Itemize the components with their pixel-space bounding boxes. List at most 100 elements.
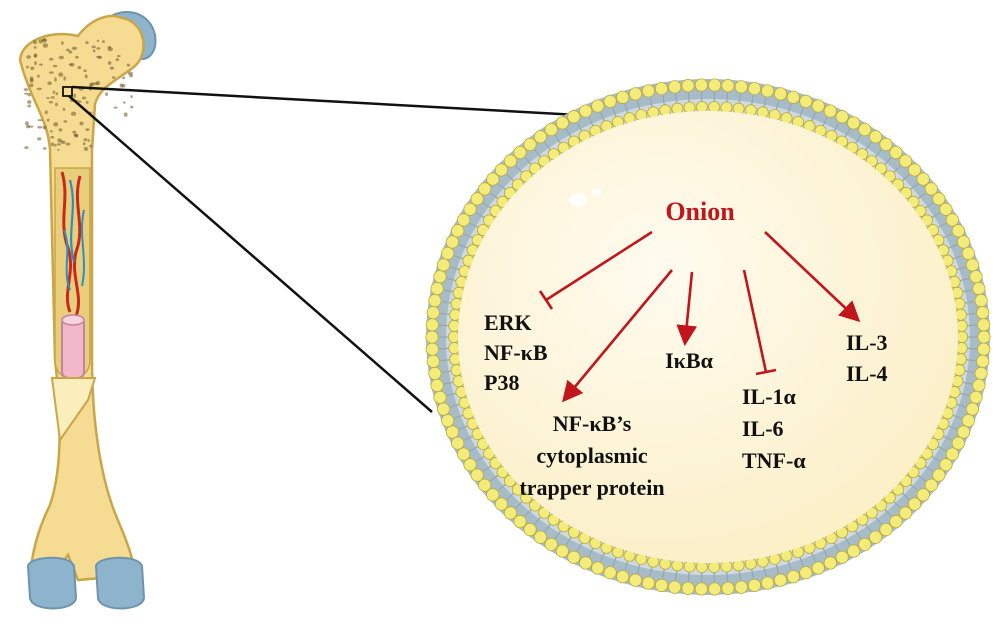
phospholipid-head-outer: [533, 530, 548, 544]
phospholipid-head-outer: [898, 506, 913, 520]
spongy-bone-pore: [37, 74, 40, 78]
phospholipid-head-outer: [868, 130, 883, 144]
spongy-bone-pore: [48, 101, 54, 104]
spongy-bone-pore: [42, 147, 47, 150]
phospholipid-head-outer: [708, 582, 722, 596]
phospholipid-head-outer: [907, 497, 922, 511]
phospholipid-head-outer: [721, 79, 735, 93]
label-il3: IL-3: [846, 330, 888, 355]
spongy-bone-pore: [48, 71, 54, 74]
phospholipid-head-outer: [523, 137, 537, 151]
spongy-bone-pore: [78, 100, 82, 104]
spongy-bone-pore: [107, 47, 113, 52]
inhibit-bar-erk: [538, 290, 554, 310]
spongy-bone-pore: [37, 125, 43, 129]
spongy-bone-pore: [50, 96, 55, 99]
spongy-bone-pore: [91, 45, 96, 49]
spongy-bone-pore: [89, 144, 93, 148]
phospholipid-head-outer: [799, 94, 813, 108]
phospholipid-head-outer: [470, 468, 484, 482]
phospholipid-head-outer: [433, 390, 447, 404]
phospholipid-head-outer: [567, 550, 581, 564]
phospholipid-head-outer: [654, 578, 669, 593]
phospholipid-head-outer: [591, 99, 605, 113]
phospholipid-head-outer: [628, 573, 643, 587]
phospholipid-head-outer: [436, 258, 451, 272]
phospholipid-head-outer: [961, 414, 975, 428]
phospholipid-head-outer: [747, 81, 762, 96]
phospholipid-head-outer: [957, 425, 971, 439]
phospholipid-head-outer: [835, 550, 849, 564]
spongy-bone-pore: [39, 63, 43, 66]
phospholipid-head-outer: [668, 80, 682, 94]
spongy-bone-pore: [123, 112, 128, 117]
phospholipid-head-inner: [892, 178, 905, 191]
phospholipid-head-outer: [858, 123, 872, 137]
phospholipid-head-outer: [616, 90, 630, 104]
activate-arrow-trapper: [562, 269, 673, 403]
label-ikba: IκBα: [665, 348, 713, 373]
label-nfkb: NF-κB: [484, 340, 548, 365]
phospholipid-head-outer: [786, 570, 800, 584]
phospholipid-head-outer: [430, 378, 444, 393]
spongy-bone-pore: [85, 41, 89, 45]
phospholipid-head-outer: [879, 523, 893, 537]
phospholipid-head-outer: [734, 80, 748, 94]
phospholipid-head-inner: [447, 330, 460, 343]
arrows: [538, 230, 861, 403]
phospholipid-head-outer: [513, 145, 527, 160]
phospholipid-head-outer: [823, 556, 837, 570]
spongy-bone-pore: [49, 130, 53, 133]
phospholipid-head-outer: [457, 447, 471, 461]
phospholipid-head-outer: [430, 281, 444, 296]
phospholipid-head-outer: [681, 79, 695, 93]
spongy-bone-pore: [74, 55, 79, 59]
spongy-bone-pore: [33, 54, 37, 58]
phospholipid-head-outer: [494, 497, 509, 511]
spongy-bone-pore: [115, 58, 120, 62]
label-il1a: IL-1α: [742, 384, 797, 409]
inhibit-arrow-il1: [742, 269, 768, 373]
phospholipid-head-outer: [445, 235, 459, 249]
label-nfkb-trapper-2: cytoplasmic: [536, 443, 647, 468]
spongy-bone-pore: [26, 55, 32, 59]
spongy-bone-pore: [28, 83, 34, 88]
phospholipid-head-outer: [478, 182, 492, 196]
spongy-bone-pore: [96, 55, 101, 59]
spongy-bone-pore: [48, 57, 54, 61]
phospholipid-head-outer: [889, 514, 903, 529]
phospholipid-head-outer: [945, 213, 959, 227]
spongy-bone-pore: [25, 121, 29, 126]
phospholipid-head-inner: [511, 178, 524, 191]
spongy-bone-pore: [81, 96, 87, 100]
spongy-bone-pore: [32, 40, 38, 45]
spongy-bone-pore: [61, 41, 64, 45]
spongy-bone-pore: [85, 100, 89, 104]
phospholipid-head-outer: [932, 468, 946, 482]
spongy-bone-pore: [75, 133, 79, 137]
spongy-bone-pore: [63, 120, 68, 123]
phospholipid-head-outer: [747, 578, 762, 593]
spongy-bone-pore: [54, 143, 57, 147]
spongy-bone-pore: [127, 71, 134, 76]
phospholipid-head-outer: [445, 425, 459, 439]
spongy-bone-pore: [52, 64, 58, 68]
spongy-bone-pore: [36, 137, 42, 141]
spongy-bone-pore: [116, 54, 121, 58]
phospholipid-head-outer: [976, 354, 990, 368]
spongy-bone-pore: [29, 76, 34, 81]
spongy-bone-pore: [83, 138, 88, 142]
phospholipid-head-outer: [974, 293, 988, 308]
phospholipid-head-outer: [451, 224, 465, 238]
spongy-bone-pore: [26, 100, 32, 104]
spongy-bone-pore: [96, 39, 100, 43]
phospholipid-head-outer: [628, 87, 643, 101]
phospholipid-head-inner: [892, 483, 905, 496]
spongy-bone-pore: [72, 130, 77, 134]
phospholipid-head-outer: [433, 270, 447, 284]
phospholipid-head-outer: [555, 116, 569, 130]
spongy-bone-pore: [57, 140, 63, 143]
spongy-bone-pore: [83, 146, 89, 151]
